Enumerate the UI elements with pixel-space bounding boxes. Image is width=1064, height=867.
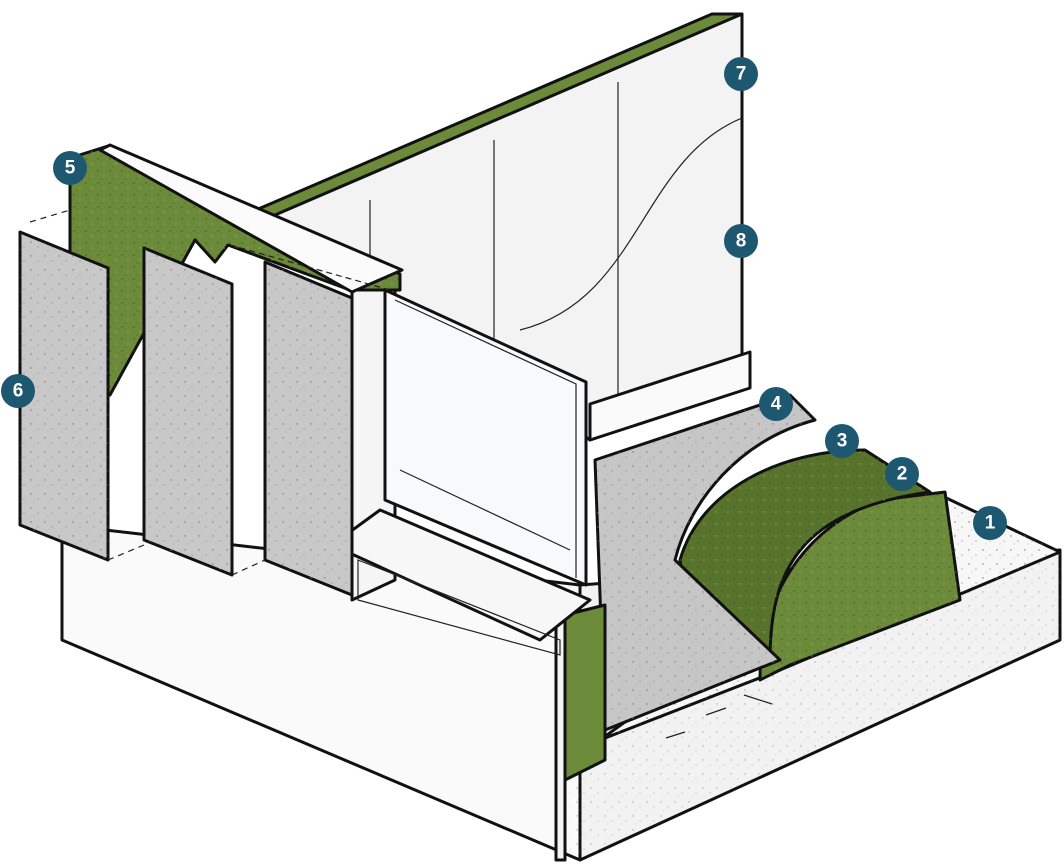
callouts: 1 2 3 4 5 6 7 8 [1, 57, 1007, 540]
callout-2-label: 2 [897, 464, 908, 485]
callout-5-label: 5 [65, 158, 76, 179]
skirting-board [588, 350, 752, 442]
callout-7[interactable]: 7 [724, 57, 758, 91]
wall-cutaway-curve [519, 117, 743, 331]
floor-layers [554, 393, 1062, 862]
callout-6-label: 6 [13, 381, 24, 402]
callout-1-label: 1 [985, 513, 996, 534]
window-sill [330, 508, 592, 642]
insulation-boards [18, 209, 354, 597]
window-glass [383, 288, 588, 587]
window [330, 270, 592, 656]
callout-3[interactable]: 3 [825, 424, 859, 458]
callout-4-label: 4 [771, 394, 782, 415]
board-3 [263, 260, 354, 597]
board-2 [142, 246, 234, 577]
callout-8[interactable]: 8 [724, 224, 758, 258]
callout-3-label: 3 [837, 431, 848, 452]
underfloor-pipes [665, 694, 773, 739]
callout-5[interactable]: 5 [53, 151, 87, 185]
callout-1[interactable]: 1 [973, 506, 1007, 540]
top-plate [98, 143, 404, 294]
board-1 [18, 230, 110, 562]
callout-4[interactable]: 4 [759, 387, 793, 421]
callout-7-label: 7 [736, 64, 747, 85]
callout-6[interactable]: 6 [1, 374, 35, 408]
edge-insulation-strip [563, 603, 607, 782]
wall-insulation [68, 143, 404, 397]
callout-8-label: 8 [736, 231, 747, 252]
back-wall [254, 12, 752, 442]
callout-2[interactable]: 2 [885, 457, 919, 491]
